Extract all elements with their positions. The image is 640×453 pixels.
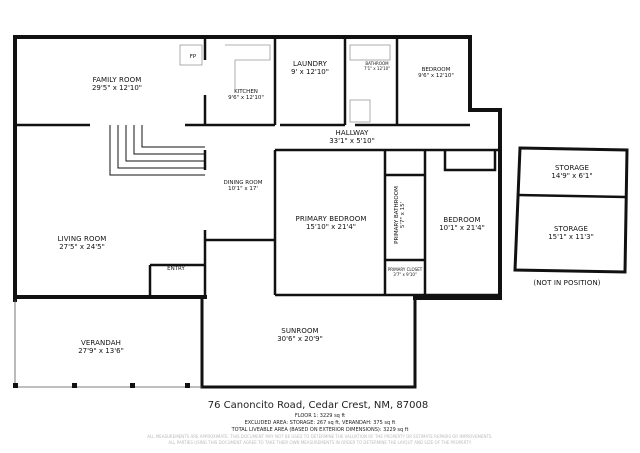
verandah-posts bbox=[13, 383, 190, 388]
disclaimer-line-1: ALL MEASUREMENTS ARE APPROXIMATE. THIS D… bbox=[147, 434, 493, 439]
storage-walls bbox=[513, 146, 629, 274]
kitchen-counters bbox=[179, 44, 391, 123]
fireplace-label: FP bbox=[189, 54, 197, 60]
disclaimer-line-2: ALL PARTIES USING THIS DOCUMENT AGREE TO… bbox=[168, 440, 472, 445]
stairs bbox=[109, 125, 205, 176]
interior-walls bbox=[15, 37, 500, 298]
excluded-area: EXCLUDED AREA: STORAGE: 267 sq ft, VERAN… bbox=[244, 420, 396, 426]
exterior-walls bbox=[13, 35, 502, 302]
not-in-position-note: (NOT IN POSITION) bbox=[533, 279, 601, 287]
address: 76 Canoncito Road, Cedar Crest, NM, 8700… bbox=[207, 400, 429, 411]
entry-label: ENTRY bbox=[167, 266, 185, 272]
sunroom-walls bbox=[200, 297, 417, 389]
floor-area: FLOOR 1: 3229 sq ft bbox=[294, 413, 346, 419]
total-area: TOTAL LIVEABLE AREA (BASED ON EXTERIOR D… bbox=[231, 427, 409, 433]
